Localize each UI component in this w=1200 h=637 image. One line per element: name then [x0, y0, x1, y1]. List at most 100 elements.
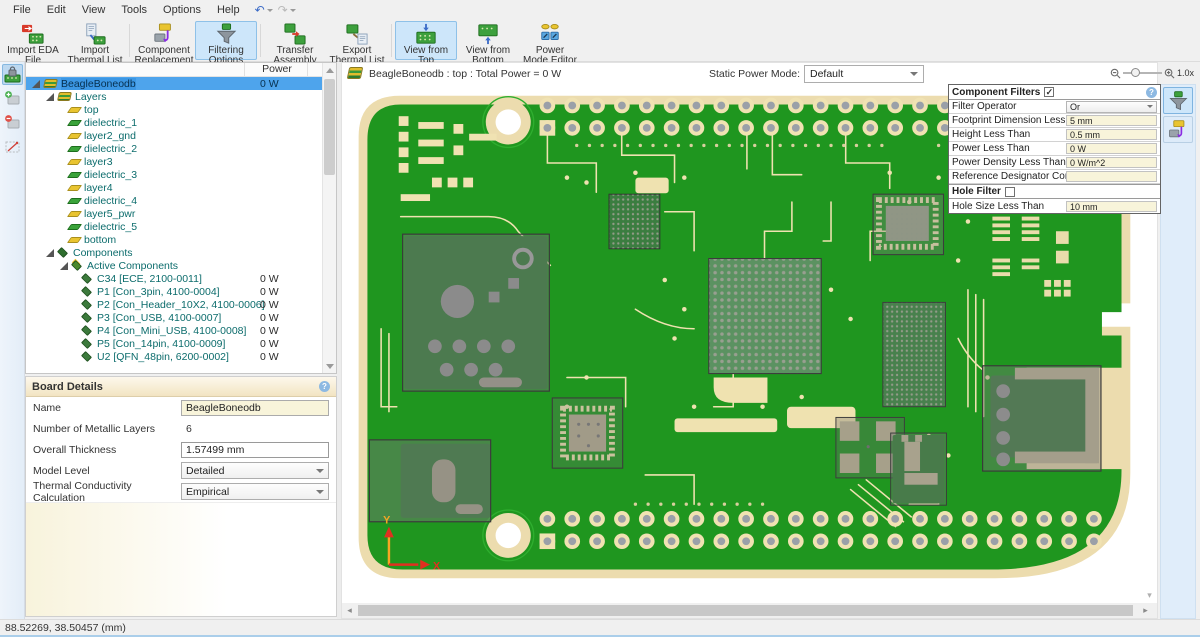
import-thermal-list-button[interactable]: Import Thermal List	[64, 21, 126, 60]
hole-filter-checkbox[interactable]	[1005, 187, 1015, 197]
metallic-layers-value: 6	[181, 423, 329, 435]
component-ethernet-connector[interactable]	[403, 234, 550, 391]
tree-item[interactable]: dielectric_5	[26, 220, 322, 233]
tree-item[interactable]: C34 [ECE, 2100-0011]0 W	[26, 272, 322, 285]
remove-component-button[interactable]	[2, 112, 23, 133]
footprint-dimension-input[interactable]: 5 mm	[1066, 115, 1157, 126]
power-column-header: Power	[248, 63, 306, 75]
name-input[interactable]: BeagleBoneodb	[181, 400, 329, 416]
measure-tool-button[interactable]	[2, 136, 23, 157]
power-mode-editor-button[interactable]: Power Mode Editor	[519, 21, 581, 60]
menu-options[interactable]: Options	[156, 2, 208, 18]
tree-item[interactable]: Active Components	[26, 259, 322, 272]
tree-item[interactable]: P3 [Con_USB, 4100-0007]0 W	[26, 311, 322, 324]
component-regulator[interactable]	[891, 433, 947, 505]
transfer-assembly-button[interactable]: Transfer Assembly	[264, 21, 326, 60]
height-less-than-input[interactable]: 0.5 mm	[1066, 129, 1157, 140]
menu-tools[interactable]: Tools	[114, 2, 154, 18]
tree-item-label: layer2_gnd	[84, 130, 136, 142]
tree-item[interactable]: Components	[26, 246, 322, 259]
scroll-up-arrow[interactable]	[323, 63, 337, 77]
filtering-options-button[interactable]: Filtering Options	[195, 21, 257, 60]
tree-item[interactable]: U2 [QFN_48pin, 6200-0002]0 W	[26, 350, 322, 363]
tree-item[interactable]: dielectric_1	[26, 116, 322, 129]
zoom-slider-thumb[interactable]	[1131, 68, 1140, 77]
zoom-control[interactable]: 1.0x	[1110, 66, 1194, 80]
filtering-options-icon	[214, 23, 238, 45]
tree-item[interactable]: bottom	[26, 233, 322, 246]
tree-item-label: top	[84, 104, 99, 116]
tree-item[interactable]: P5 [Con_14pin, 4100-0009]0 W	[26, 337, 322, 350]
view-from-top-button[interactable]: View from Top	[395, 21, 457, 60]
component-sd-card[interactable]	[983, 366, 1125, 471]
tree-item[interactable]: layer3	[26, 155, 322, 168]
undo-dropdown-caret[interactable]	[267, 9, 273, 12]
horizontal-scrollbar[interactable]: ◂ ▸	[342, 603, 1157, 618]
menu-view[interactable]: View	[75, 2, 113, 18]
model-level-select[interactable]: Detailed	[181, 462, 329, 479]
menu-bar: File Edit View Tools Options Help ↶ ↷	[0, 0, 1200, 20]
component-usb-connector[interactable]	[369, 440, 490, 522]
dock-component-replacement-button[interactable]	[1163, 116, 1193, 143]
tree-scrollbar[interactable]	[322, 63, 336, 373]
expander-icon[interactable]	[60, 262, 68, 270]
scrollbar-thumb[interactable]	[324, 79, 335, 175]
tree-item[interactable]: dielectric_3	[26, 168, 322, 181]
static-power-mode-select[interactable]: Default	[804, 65, 924, 83]
tree-item[interactable]: layer2_gnd	[26, 129, 322, 142]
component-processor-bga[interactable]	[709, 259, 821, 374]
component-qfn-right[interactable]	[873, 194, 943, 254]
expander-icon[interactable]	[46, 249, 54, 257]
component-icon	[81, 273, 92, 284]
export-thermal-list-button[interactable]: Export Thermal List	[326, 21, 388, 60]
power-density-input[interactable]: 0 W/m^2	[1066, 157, 1157, 168]
component-bga-small[interactable]	[609, 194, 660, 249]
menu-help[interactable]: Help	[210, 2, 247, 18]
dock-filtering-options-button[interactable]	[1163, 87, 1193, 114]
component-memory-bga[interactable]	[883, 302, 946, 406]
vertical-scroll-down-arrow[interactable]: ▾	[1143, 589, 1156, 602]
add-component-button[interactable]	[2, 88, 23, 109]
tree-item[interactable]: BeagleBoneodb0 W	[26, 77, 322, 90]
scroll-down-arrow[interactable]	[323, 359, 337, 373]
component-qfn48[interactable]	[552, 398, 622, 468]
tree-item[interactable]: Layers	[26, 90, 322, 103]
tree-item[interactable]: dielectric_4	[26, 194, 322, 207]
footprint-dimension-row: Footprint Dimension Less Than 5 mm	[949, 114, 1160, 128]
tree-item[interactable]: layer5_pwr	[26, 207, 322, 220]
undo-icon[interactable]: ↶	[255, 3, 265, 17]
overall-thickness-input[interactable]: 1.57499 mm	[181, 442, 329, 458]
export-thermal-icon	[345, 23, 369, 45]
view-from-bottom-button[interactable]: View from Bottom	[457, 21, 519, 60]
tree-item[interactable]: top	[26, 103, 322, 116]
zoom-in-icon[interactable]	[1164, 68, 1175, 79]
filter-operator-select[interactable]: Or	[1066, 101, 1157, 113]
scroll-right-arrow[interactable]: ▸	[1138, 603, 1153, 618]
hole-size-input[interactable]: 10 mm	[1066, 201, 1157, 212]
menu-file[interactable]: File	[6, 2, 38, 18]
component-replacement-button[interactable]: Component Replacement	[133, 21, 195, 60]
tree-item[interactable]: P1 [Con_3pin, 4100-0004]0 W	[26, 285, 322, 298]
tree-item[interactable]: dielectric_2	[26, 142, 322, 155]
zoom-out-icon[interactable]	[1110, 68, 1121, 79]
menu-edit[interactable]: Edit	[40, 2, 73, 18]
help-icon[interactable]: ?	[1146, 87, 1157, 98]
chevron-down-icon	[1147, 105, 1153, 108]
component-filters-checkbox[interactable]: ✓	[1044, 87, 1054, 97]
import-eda-file-button[interactable]: Import EDA File	[2, 21, 64, 60]
thermal-conductivity-select[interactable]: Empirical	[181, 483, 329, 500]
power-less-than-input[interactable]: 0 W	[1066, 143, 1157, 154]
tree-item[interactable]: P4 [Con_Mini_USB, 4100-0008]0 W	[26, 324, 322, 337]
scroll-left-arrow[interactable]: ◂	[342, 603, 357, 618]
redo-icon: ↷	[278, 3, 288, 17]
help-icon[interactable]: ?	[319, 381, 330, 392]
expander-icon[interactable]	[32, 80, 40, 88]
reference-designator-input[interactable]	[1066, 171, 1157, 182]
zoom-slider[interactable]	[1123, 72, 1162, 74]
import-thermal-icon	[83, 23, 107, 45]
hscroll-thumb[interactable]	[358, 605, 1133, 616]
tree-item[interactable]: P2 [Con_Header_10X2, 4100-0006]0 W	[26, 298, 322, 311]
lock-board-button[interactable]	[2, 64, 23, 85]
expander-icon[interactable]	[46, 93, 54, 101]
tree-item[interactable]: layer4	[26, 181, 322, 194]
